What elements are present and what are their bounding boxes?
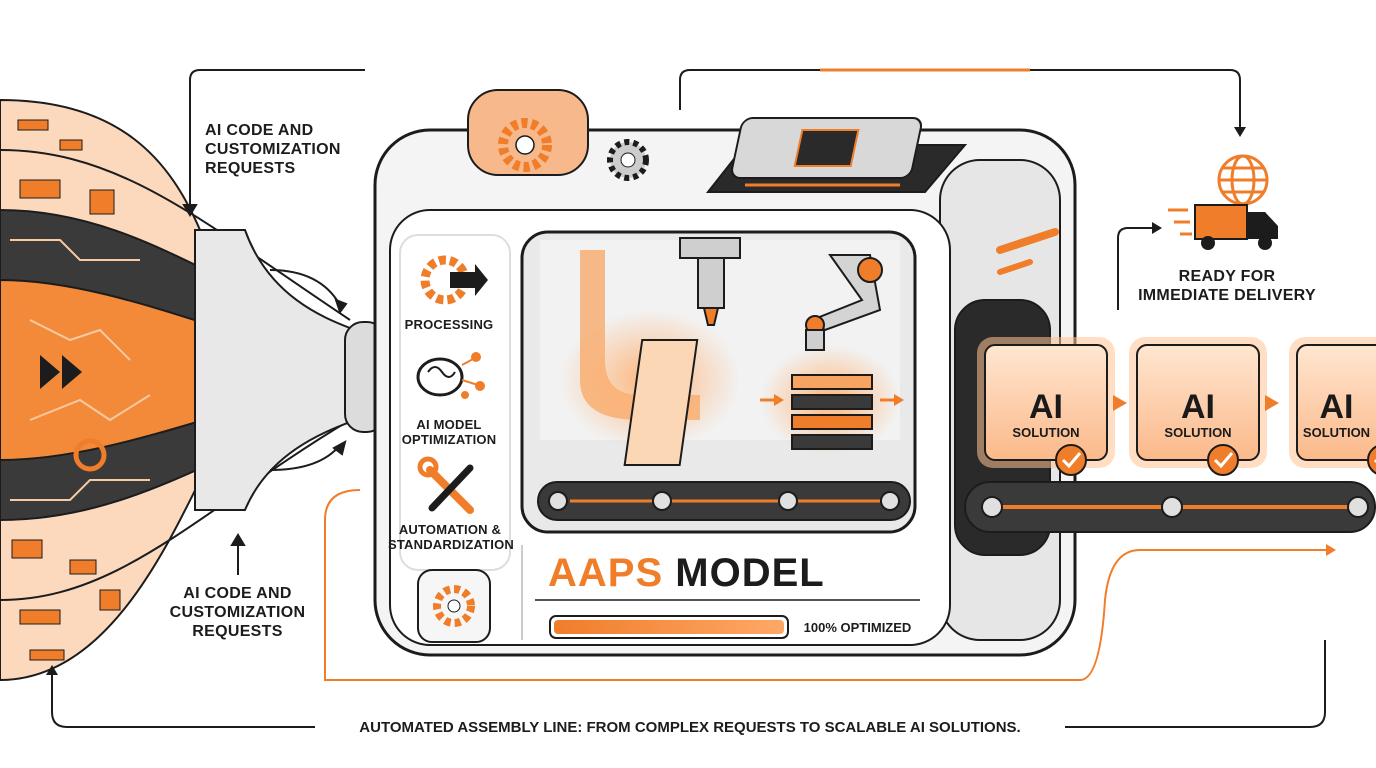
circuit-traces <box>10 239 151 501</box>
gear-arrow-icon <box>420 255 488 305</box>
circuit-blocks <box>11 119 121 661</box>
flow-arrow-icon <box>1265 395 1279 411</box>
machine-title-main: MODEL <box>663 551 825 595</box>
dome-gear-icon <box>498 118 552 172</box>
input-label-top: AI CODE AND CUSTOMIZATION REQUESTS <box>205 122 341 177</box>
brain-network-icon <box>416 352 485 399</box>
ai-solution-box <box>1129 337 1279 476</box>
stream-light-band-bottom <box>0 419 351 601</box>
machine-title-accent: AAPS <box>548 551 664 595</box>
progress-label: 100% OPTIMIZED <box>803 620 912 635</box>
ai-solution-box <box>1289 337 1376 475</box>
input-connectors <box>182 69 365 575</box>
stream-light-band-top <box>0 149 351 321</box>
box-title: AI <box>1181 388 1215 426</box>
box-subtitle: SOLUTION <box>1302 425 1371 440</box>
flow-arrow-icon <box>1113 395 1127 411</box>
step-label-processing: PROCESSING <box>404 317 494 332</box>
input-data-stream <box>0 98 386 682</box>
box-title: AI <box>1319 388 1354 426</box>
input-label-bottom: AI CODE AND CUSTOMIZATION REQUESTS <box>169 585 306 640</box>
stacked-layers <box>791 374 873 450</box>
box-subtitle: SOLUTION <box>1164 425 1232 440</box>
flow-loop-lines <box>46 68 1336 728</box>
machine-title: AAPS MODEL <box>548 550 868 597</box>
step-label-optimization: AI MODEL OPTIMIZATION <box>401 417 497 448</box>
output-boxes <box>977 337 1376 476</box>
recycle-icon <box>73 438 107 472</box>
settings-gear-icon <box>433 585 475 627</box>
ai-solution-box <box>977 337 1127 476</box>
check-icon <box>1207 444 1239 476</box>
progress-fill <box>554 620 784 634</box>
check-icon <box>1055 444 1087 476</box>
delivery-truck-icon <box>1168 204 1278 250</box>
globe-icon <box>1217 154 1269 206</box>
output-conveyor <box>964 481 1376 533</box>
delivery-label: READY FOR IMMEDIATE DELIVERY <box>1138 268 1316 304</box>
fast-forward-icon <box>40 355 82 389</box>
code-sheet <box>623 339 699 466</box>
top-glass-dome <box>467 89 589 176</box>
check-icon <box>1367 445 1376 475</box>
robot-arms <box>679 237 883 351</box>
box-title: AI <box>1029 388 1063 426</box>
wrench-screwdriver-icon <box>417 456 474 514</box>
footer-caption: AUTOMATED ASSEMBLY LINE: FROM COMPLEX RE… <box>325 719 1055 737</box>
step-label-automation: AUTOMATION & STANDARDIZATION <box>388 522 515 553</box>
box-subtitle: SOLUTION <box>1012 425 1080 440</box>
